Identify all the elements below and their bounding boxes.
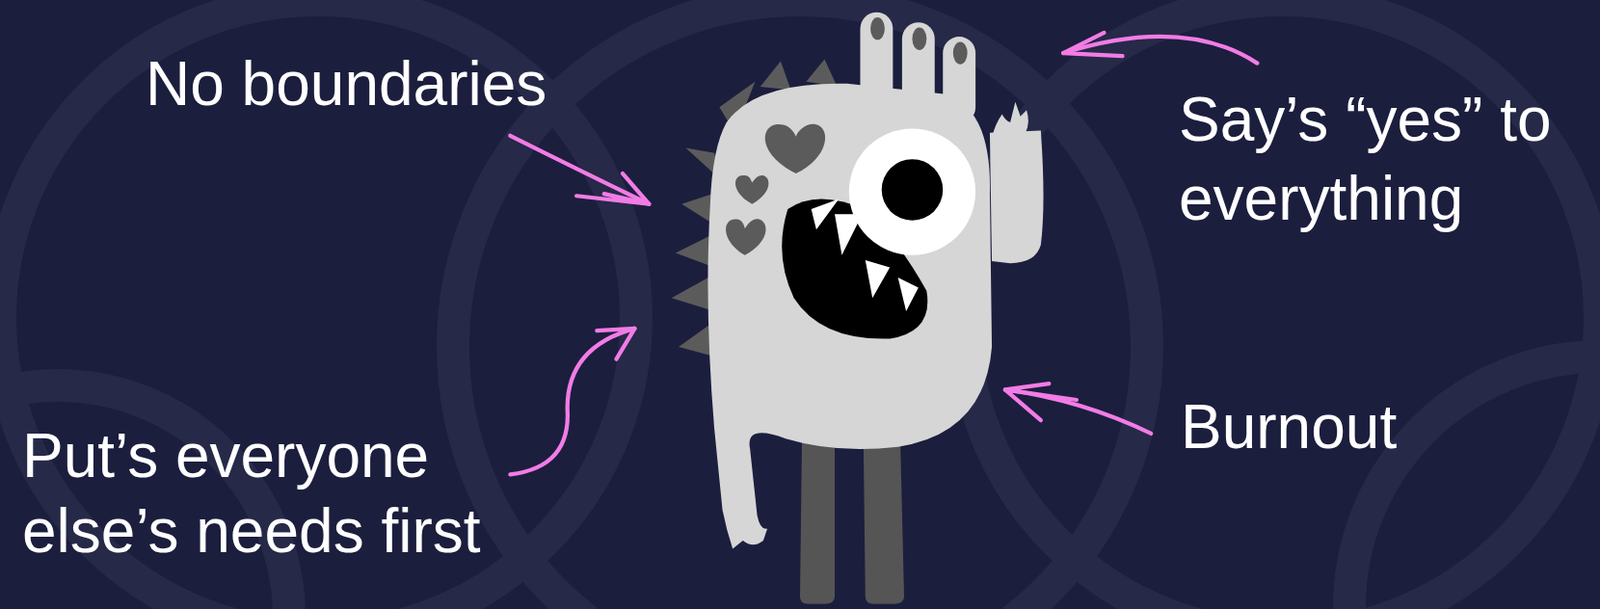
callout-label: Put’s everyone else’s needs first — [22, 418, 505, 569]
monster-body — [707, 83, 1043, 550]
antenna-tips — [870, 17, 968, 65]
callout-label: Say’s “yes” to everything — [1178, 80, 1589, 239]
monster-eye — [849, 128, 976, 255]
arrow-head — [576, 173, 649, 205]
monster-pupil — [881, 159, 944, 221]
leader-arrows — [509, 32, 1257, 475]
callout-label: No boundaries — [145, 50, 647, 118]
leader-arrow — [509, 135, 649, 205]
leader-arrow — [509, 328, 635, 475]
callout-label: Burnout — [1180, 393, 1567, 461]
arrow-head — [1063, 32, 1122, 56]
leader-arrow — [1005, 389, 1151, 434]
arrow-head — [596, 328, 635, 360]
arrow-head — [1005, 383, 1077, 421]
monster-legs — [800, 428, 905, 605]
monster — [671, 12, 1044, 605]
